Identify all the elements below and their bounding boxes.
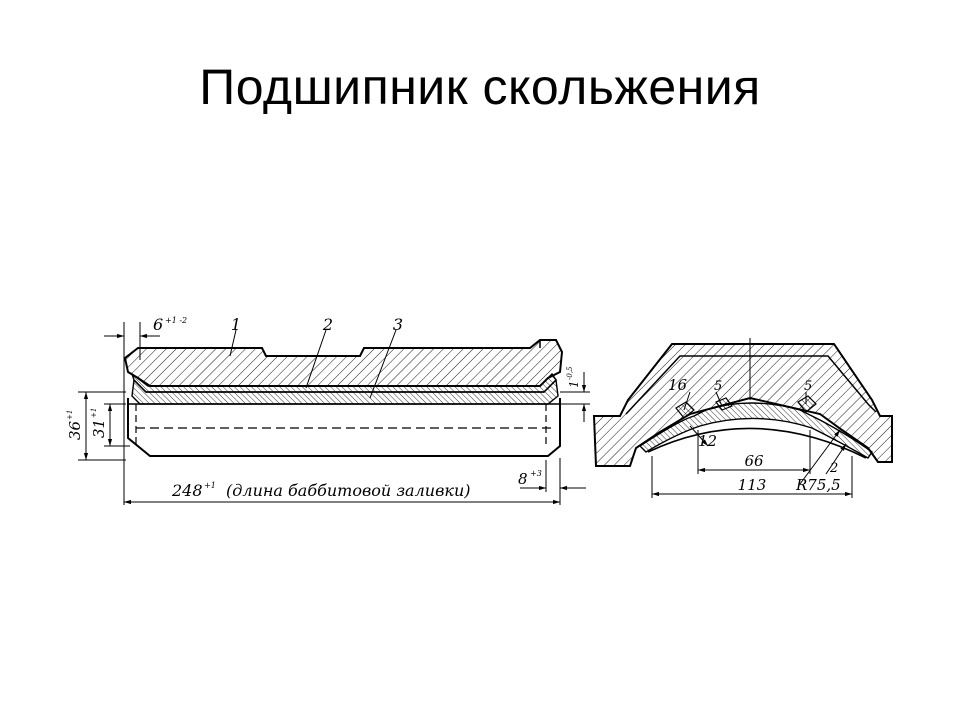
dim-8-tol: +3 <box>530 469 542 478</box>
right-view <box>592 338 893 498</box>
dim-248-tol: +1 <box>204 481 216 490</box>
dim-6-value: 6 <box>153 315 163 334</box>
dim-5-right: 5 <box>804 379 812 394</box>
right-view-labels: 16 5 5 12 66 113 R75,5 2 <box>668 376 841 494</box>
dim-16: 16 <box>668 376 688 394</box>
dim-248-note: (длина баббитовой заливки) <box>226 481 471 500</box>
babbitt-layer <box>131 378 559 405</box>
left-view-labels: 1 2 3 6 +1 -2 1 -0,5 36 +1 31 +1 8 +3 24… <box>66 315 581 500</box>
inner-arch <box>625 355 877 415</box>
dim-8-value: 8 <box>518 470 528 488</box>
dim-1-tol: -0,5 <box>566 366 574 380</box>
part-label-2: 2 <box>322 315 333 334</box>
cross-section-shell <box>638 402 873 459</box>
housing-section <box>123 339 564 387</box>
dim-66: 66 <box>744 452 764 470</box>
dim-2: 2 <box>829 461 838 476</box>
dim-31-value: 31 <box>90 419 108 438</box>
dim-36-value: 36 <box>66 420 84 440</box>
dim-5-left: 5 <box>714 379 722 394</box>
dim-248-value: 248 <box>171 481 203 500</box>
part-label-1: 1 <box>231 315 241 334</box>
bore-arc <box>647 427 867 459</box>
dim-113: 113 <box>738 476 767 494</box>
left-view <box>78 322 590 505</box>
dim-6-tol: +1 -2 <box>165 316 187 325</box>
lower-body <box>127 398 561 457</box>
dim-12: 12 <box>698 432 717 450</box>
slide-title: Подшипник скольжения <box>199 59 761 115</box>
dim-31-tol: +1 <box>90 408 98 418</box>
dim-radius: R75,5 <box>795 476 841 494</box>
dim-36-tol: +1 <box>66 410 74 420</box>
dim-1-value: 1 <box>567 380 581 388</box>
part-label-3: 3 <box>393 315 403 334</box>
